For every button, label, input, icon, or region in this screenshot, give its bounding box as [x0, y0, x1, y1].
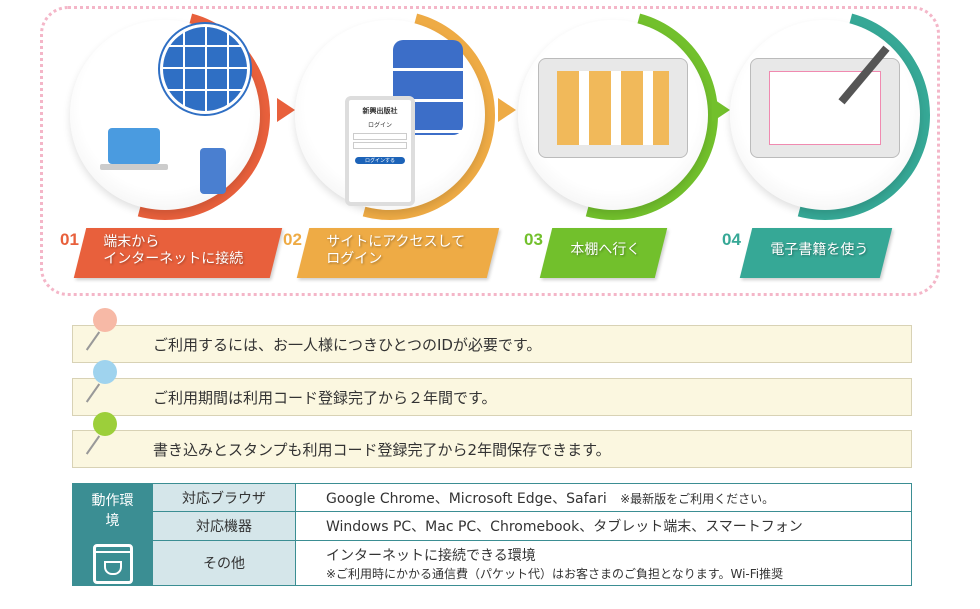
pin-icon: [93, 360, 117, 384]
step-1-illustration: [21, 0, 309, 259]
arrow-icon: [712, 98, 730, 122]
browser-graduation-icon: [92, 544, 133, 584]
globe-icon: [160, 24, 250, 114]
step-1-label: 端末からインターネットに接続: [73, 228, 283, 278]
step-2-label: サイトにアクセスしてログイン: [296, 228, 500, 278]
tablet-login-screen: 新興出版社 ログイン ログインする: [345, 96, 415, 206]
environment-header: 動作環境: [72, 483, 153, 586]
pin-icon: [93, 412, 117, 436]
pin-icon: [93, 308, 117, 332]
note-usage-period: ご利用期間は利用コード登録完了から２年間です。: [72, 378, 912, 416]
step-3-label: 本棚へ行く: [539, 228, 668, 278]
note-id-required: ご利用するには、お一人様につきひとつのIDが必要です。: [72, 325, 912, 363]
step-4-illustration: [681, 0, 969, 259]
note-save-period: 書き込みとスタンプも利用コード登録完了から2年間保存できます。: [72, 430, 912, 468]
steps-frame: [40, 6, 940, 296]
tablet-bookshelf: [538, 58, 688, 158]
arrow-icon: [498, 98, 516, 122]
tablet-ebook: [750, 58, 900, 158]
smartphone-icon: [200, 148, 226, 194]
arrow-icon: [277, 98, 295, 122]
step-3-illustration: [469, 0, 757, 259]
step-2-illustration: 新興出版社 ログイン ログインする: [246, 0, 534, 259]
environment-table: 動作環境 対応ブラウザ Google Chrome、Microsoft Edge…: [72, 483, 912, 586]
step-4-label: 電子書籍を使う: [739, 228, 893, 278]
login-button: ログインする: [355, 157, 405, 164]
laptop-icon: [108, 128, 160, 164]
